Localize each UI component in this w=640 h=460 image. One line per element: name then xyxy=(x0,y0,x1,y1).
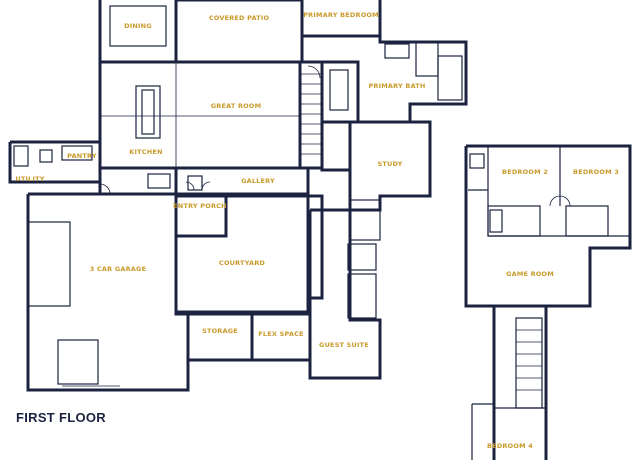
label-courtyard: COURTYARD xyxy=(219,259,265,267)
label-gallery: GALLERY xyxy=(241,177,275,185)
room-labels: DINING COVERED PATIO PRIMARY BEDROOM PRI… xyxy=(15,11,619,450)
label-primary-bedroom: PRIMARY BEDROOM xyxy=(303,11,379,19)
label-utility: UTILITY xyxy=(15,175,44,183)
label-bedroom-4: BEDROOM 4 xyxy=(487,442,533,450)
label-bedroom-3: BEDROOM 3 xyxy=(573,168,619,176)
label-study: STUDY xyxy=(377,160,402,168)
label-bedroom-2: BEDROOM 2 xyxy=(502,168,548,176)
second-floor-walls xyxy=(464,144,632,460)
label-guest-suite: GUEST SUITE xyxy=(319,341,369,349)
label-pantry: PANTRY xyxy=(67,152,97,160)
label-primary-bath: PRIMARY BATH xyxy=(368,82,425,90)
label-covered-patio: COVERED PATIO xyxy=(209,14,270,22)
first-floor-walls xyxy=(8,0,468,392)
label-flex-space: FLEX SPACE xyxy=(258,330,303,338)
label-entry-porch: ENTRY PORCH xyxy=(173,202,227,210)
label-garage: 3 CAR GARAGE xyxy=(90,265,146,273)
door-swings xyxy=(99,65,571,207)
floor-label: FIRST FLOOR xyxy=(16,410,106,425)
label-storage: STORAGE xyxy=(202,327,238,335)
label-dining: DINING xyxy=(124,22,152,30)
label-game-room: GAME ROOM xyxy=(506,270,554,278)
label-great-room: GREAT ROOM xyxy=(211,102,262,110)
label-kitchen: KITCHEN xyxy=(129,148,162,156)
